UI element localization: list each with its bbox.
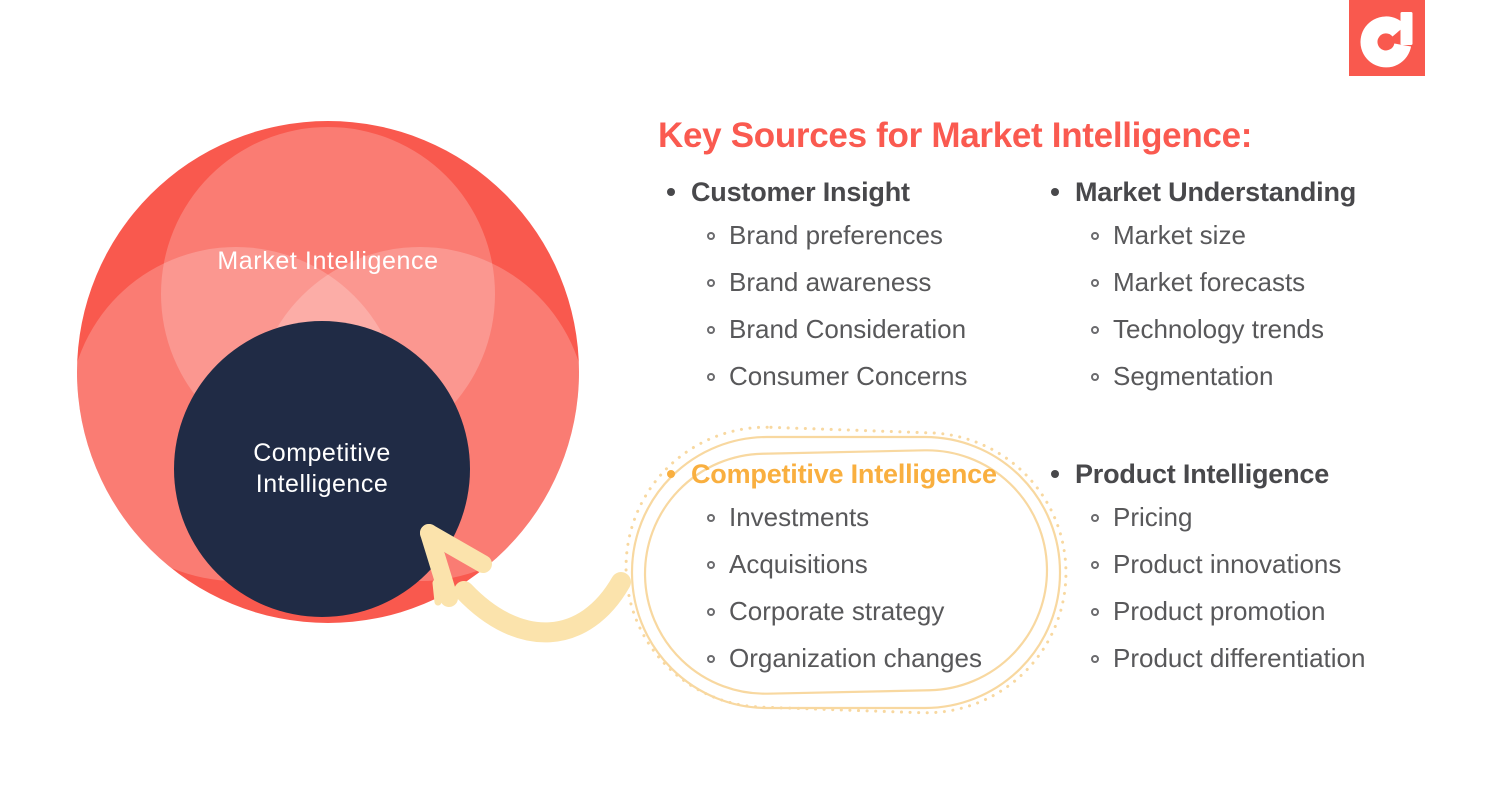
bullet-circle-icon xyxy=(1091,325,1099,334)
list-item: Corporate strategy xyxy=(658,588,1058,635)
bullet-circle-icon xyxy=(707,607,715,616)
section-product-intelligence: Product Intelligence Pricing Product inn… xyxy=(1042,454,1442,682)
competitive-intelligence-label-line1: Competitive xyxy=(253,439,391,467)
bullet-circle-icon xyxy=(1091,278,1099,287)
section-competitive-intelligence: Competitive Intelligence Investments Acq… xyxy=(658,454,1058,682)
bullet-circle-icon xyxy=(707,654,715,663)
list-item: Technology trends xyxy=(1042,306,1442,353)
bullet-dot-icon xyxy=(1051,188,1059,196)
list-item: Brand preferences xyxy=(658,212,1058,259)
list-item: Organization changes xyxy=(658,635,1058,682)
section-heading: Customer Insight xyxy=(691,176,910,207)
bullet-circle-icon xyxy=(707,560,715,569)
list-item: Market size xyxy=(1042,212,1442,259)
bullet-circle-icon xyxy=(1091,607,1099,616)
page-title: Key Sources for Market Intelligence: xyxy=(658,116,1253,156)
bullet-circle-icon xyxy=(707,513,715,522)
competitive-intelligence-circle: Competitive Intelligence xyxy=(174,321,470,617)
venn-diagram: Market Intelligence Competitive Intellig… xyxy=(77,121,579,623)
logo-d-icon xyxy=(1360,12,1413,68)
list-item: Segmentation xyxy=(1042,353,1442,400)
list-item: Brand Consideration xyxy=(658,306,1058,353)
list-item: Market forecasts xyxy=(1042,259,1442,306)
section-items: Market size Market forecasts Technology … xyxy=(1042,212,1442,400)
list-item: Investments xyxy=(658,494,1058,541)
list-item: Product innovations xyxy=(1042,541,1442,588)
bullet-circle-icon xyxy=(707,372,715,381)
section-heading: Competitive Intelligence xyxy=(691,458,997,489)
bullet-dot-icon xyxy=(1051,470,1059,478)
bullet-circle-icon xyxy=(1091,560,1099,569)
list-item: Product promotion xyxy=(1042,588,1442,635)
bullet-circle-icon xyxy=(707,231,715,240)
list-item: Acquisitions xyxy=(658,541,1058,588)
bullet-dot-icon xyxy=(667,188,675,196)
section-customer-insight: Customer Insight Brand preferences Brand… xyxy=(658,172,1058,400)
bullet-circle-icon xyxy=(707,278,715,287)
list-item: Consumer Concerns xyxy=(658,353,1058,400)
bullet-circle-icon xyxy=(707,325,715,334)
bullet-dot-icon xyxy=(667,470,675,478)
section-market-understanding: Market Understanding Market size Market … xyxy=(1042,172,1442,400)
section-items: Pricing Product innovations Product prom… xyxy=(1042,494,1442,682)
section-heading: Market Understanding xyxy=(1075,176,1357,207)
bullet-circle-icon xyxy=(1091,513,1099,522)
section-heading: Product Intelligence xyxy=(1075,458,1330,489)
list-item: Brand awareness xyxy=(658,259,1058,306)
section-items: Brand preferences Brand awareness Brand … xyxy=(658,212,1058,400)
determ-logo xyxy=(1349,0,1425,76)
competitive-intelligence-label-line2: Intelligence xyxy=(255,470,389,498)
bullet-circle-icon xyxy=(1091,372,1099,381)
list-item: Product differentiation xyxy=(1042,635,1442,682)
market-intelligence-label: Market Intelligence xyxy=(217,247,439,275)
list-item: Pricing xyxy=(1042,494,1442,541)
section-items: Investments Acquisitions Corporate strat… xyxy=(658,494,1058,682)
bullet-circle-icon xyxy=(1091,231,1099,240)
bullet-circle-icon xyxy=(1091,654,1099,663)
